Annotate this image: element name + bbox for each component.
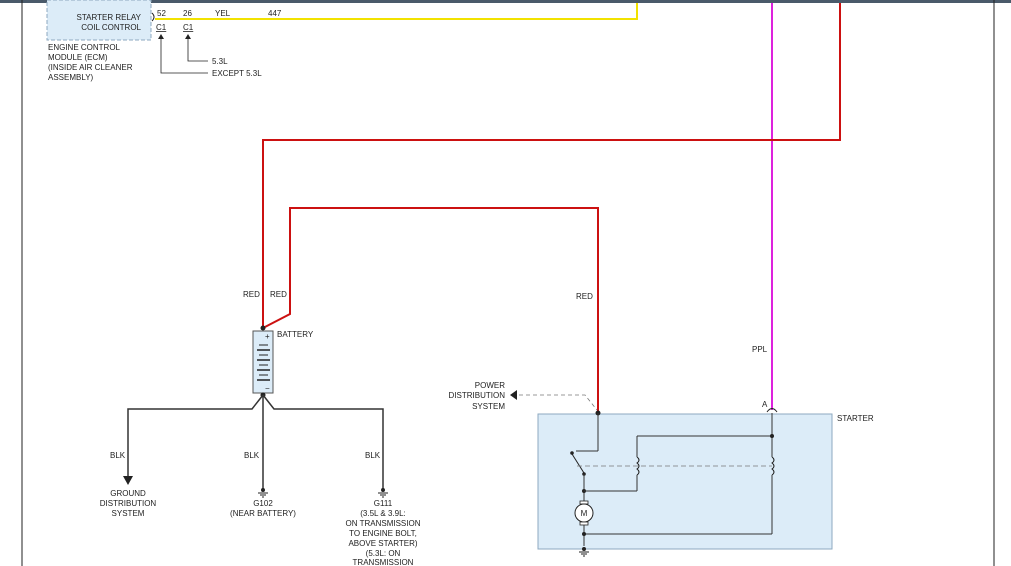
g111-location-4: ABOVE STARTER) bbox=[348, 539, 417, 548]
g111-location-5: (5.3L: ON bbox=[366, 549, 401, 558]
starter-box bbox=[537, 413, 833, 550]
g102-name: G102 bbox=[253, 499, 273, 508]
red-wire-starter bbox=[262, 207, 599, 412]
ecm-name-2: MODULE (ECM) bbox=[48, 53, 108, 62]
variant-label-except: EXCEPT 5.3L bbox=[212, 69, 262, 78]
pds-label-1: POWER bbox=[475, 381, 505, 390]
gds-label-1: GROUND bbox=[110, 489, 146, 498]
ecm-connector-symbol bbox=[151, 12, 155, 22]
motor-brush-bottom bbox=[579, 521, 589, 526]
blk-wire-ground-distribution bbox=[127, 394, 264, 478]
ecm-connector-c1-a: C1 bbox=[156, 23, 167, 32]
pull-in-coil bbox=[636, 456, 640, 476]
terminal-a-junction bbox=[770, 434, 774, 438]
variant-arrowhead-except bbox=[158, 34, 164, 39]
g111-location-6: TRANSMISSION bbox=[353, 558, 414, 566]
red-wire-label-left: RED bbox=[243, 290, 260, 299]
pds-arrowhead bbox=[510, 390, 517, 400]
battery-label: BATTERY bbox=[277, 330, 314, 339]
ecm-circuit-label-1: STARTER RELAY bbox=[77, 13, 142, 22]
red-wire-main bbox=[262, 3, 841, 328]
red-wire-label-right: RED bbox=[270, 290, 287, 299]
ground-symbol-g111 bbox=[378, 488, 388, 498]
blk-label-3: BLK bbox=[365, 451, 381, 460]
ecm-box bbox=[46, 0, 152, 41]
red-wire-splice bbox=[260, 325, 266, 331]
top-border bbox=[0, 0, 1011, 3]
starter-motor-label: M bbox=[581, 509, 588, 518]
solenoid-switch-blade bbox=[571, 453, 585, 474]
ground-symbol-g102 bbox=[258, 488, 268, 498]
pds-label-2: DISTRIBUTION bbox=[449, 391, 506, 400]
g111-location-3: TO ENGINE BOLT, bbox=[349, 529, 417, 538]
ecm-module: STARTER RELAY COIL CONTROL ENGINE CONTRO… bbox=[46, 0, 262, 82]
ecm-pin-52: 52 bbox=[157, 9, 166, 18]
g102-location: (NEAR BATTERY) bbox=[230, 509, 296, 518]
blk-label-2: BLK bbox=[244, 451, 260, 460]
pds-dashed-link bbox=[519, 394, 598, 411]
starter-terminal-a: A bbox=[762, 400, 768, 409]
yellow-wire-circuit: 447 bbox=[268, 9, 282, 18]
g111-location-1: (3.5L & 3.9L: bbox=[360, 509, 406, 518]
battery-minus: − bbox=[265, 384, 270, 393]
ecm-connector-c1-b: C1 bbox=[183, 23, 194, 32]
starter-connector-a bbox=[766, 408, 778, 413]
gds-label-2: DISTRIBUTION bbox=[100, 499, 157, 508]
red-wire-label-starter: RED bbox=[576, 292, 593, 301]
variant-arrowhead-5-3l bbox=[185, 34, 191, 39]
ecm-circuit-label-2: COIL CONTROL bbox=[81, 23, 141, 32]
starter-assembly: STARTER A M bbox=[537, 400, 874, 550]
solenoid-contact-upper bbox=[570, 451, 574, 455]
yellow-wire-color: YEL bbox=[215, 9, 231, 18]
ground-distribution-arrowhead bbox=[123, 476, 133, 485]
motor-ground-junction bbox=[582, 532, 586, 536]
variant-arrow-except bbox=[160, 35, 208, 74]
battery-case bbox=[252, 330, 274, 394]
g111-location-2: ON TRANSMISSION bbox=[346, 519, 421, 528]
blk-label-1: BLK bbox=[110, 451, 126, 460]
ground-terminal bbox=[582, 547, 586, 551]
starter-label: STARTER bbox=[837, 414, 874, 423]
yellow-wire bbox=[155, 3, 638, 20]
variant-arrow-5-3l bbox=[187, 35, 208, 62]
battery-plus: + bbox=[265, 332, 270, 341]
ecm-name-3: (INSIDE AIR CLEANER bbox=[48, 63, 133, 72]
variant-label-5-3l: 5.3L bbox=[212, 57, 228, 66]
ecm-pin-26: 26 bbox=[183, 9, 192, 18]
ground-terminal bbox=[381, 488, 385, 492]
battery: + − BATTERY bbox=[252, 330, 314, 398]
ecm-name-4: ASSEMBLY) bbox=[48, 73, 94, 82]
gds-label-3: SYSTEM bbox=[112, 509, 145, 518]
g111-name: G111 bbox=[374, 499, 393, 508]
purple-wire-label: PPL bbox=[752, 345, 768, 354]
ground-terminal bbox=[261, 488, 265, 492]
starter-ground-symbol bbox=[579, 547, 589, 557]
ecm-name-1: ENGINE CONTROL bbox=[48, 43, 121, 52]
pds-label-3: SYSTEM bbox=[472, 402, 505, 411]
hold-in-coil bbox=[771, 456, 775, 476]
blk-wire-g111 bbox=[262, 394, 384, 489]
